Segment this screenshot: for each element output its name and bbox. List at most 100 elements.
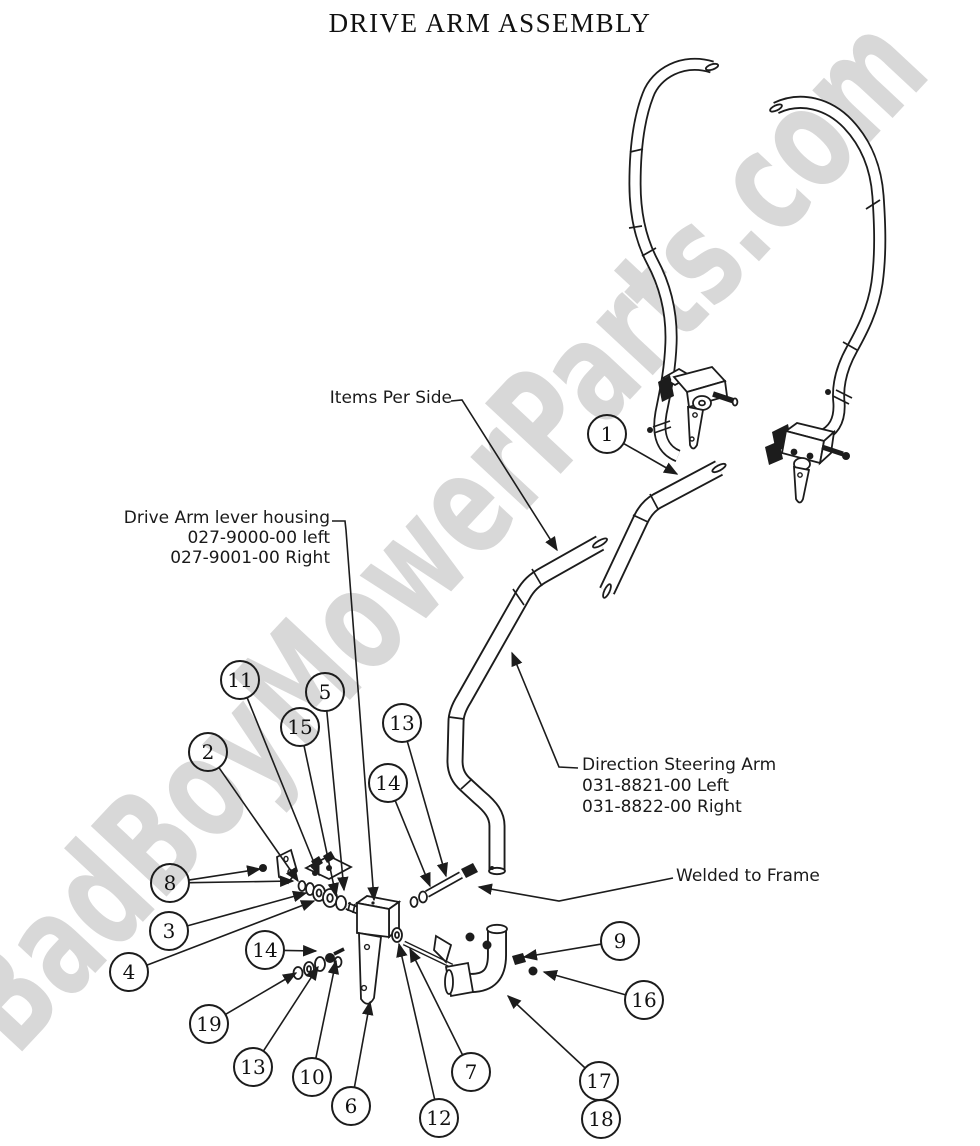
leader-line	[146, 900, 316, 966]
callout-6: 6	[331, 1000, 374, 1126]
callout-circle	[280, 707, 320, 747]
leader-line	[396, 942, 436, 1100]
callout-circle	[382, 703, 422, 743]
label-welded-to-frame: Welded to Frame	[676, 866, 820, 886]
callout-circle	[419, 1098, 459, 1138]
callout-4: 4	[109, 900, 316, 992]
label-items-per-side: Items Per Side	[329, 388, 452, 408]
callout-number: 2	[202, 740, 215, 764]
callout-number: 15	[287, 715, 312, 739]
callout-1: 1	[587, 414, 679, 475]
callout-circle	[331, 1086, 371, 1126]
callout-18: 18	[581, 1099, 621, 1139]
leader-line	[406, 741, 448, 878]
callout-3: 3	[149, 890, 308, 951]
callout-circle	[451, 1052, 491, 1092]
leader-line	[522, 943, 602, 961]
leader-line	[542, 969, 626, 996]
callout-number: 17	[586, 1069, 611, 1093]
callout-12: 12	[396, 942, 459, 1138]
callout-11: 11	[220, 660, 320, 877]
callout-16: 16	[542, 969, 664, 1020]
callout-17: 17	[506, 995, 619, 1101]
callout-number: 4	[123, 960, 136, 984]
callout-number: 7	[465, 1060, 478, 1084]
leader-line	[315, 959, 340, 1059]
leader-line	[246, 697, 320, 877]
callout-number: 12	[426, 1106, 451, 1130]
callout-circle	[149, 911, 189, 951]
callout-8: 8	[150, 863, 295, 903]
callout-circle	[368, 763, 408, 803]
leader-line	[188, 865, 262, 881]
center-exploded-assembly	[259, 848, 538, 1005]
callout-circle	[581, 1099, 621, 1139]
callout-number: 8	[164, 871, 177, 895]
leader-line	[188, 875, 295, 887]
callout-number: 1	[601, 422, 614, 446]
label-line: Drive Arm lever housing	[123, 508, 330, 528]
leader-line	[394, 800, 431, 888]
left-lever-housing-assembly	[658, 365, 739, 450]
callout-number: 13	[240, 1055, 265, 1079]
callout-circle	[600, 921, 640, 961]
callout-circle	[109, 952, 149, 992]
leader-line	[353, 1000, 374, 1088]
callout-circle	[188, 732, 228, 772]
leader-line	[283, 944, 318, 957]
callout-5: 5	[305, 672, 349, 892]
callout-number: 11	[227, 668, 252, 692]
callout-7: 7	[409, 947, 491, 1092]
callout-14: 14	[368, 763, 431, 888]
right-drive-arm-tube	[769, 95, 887, 443]
label-drive-arm-lever-housing: Drive Arm lever housing 027-9000-00 left…	[110, 508, 330, 568]
callout-number: 3	[163, 919, 176, 943]
callout-number: 18	[588, 1107, 613, 1131]
page-title: DRIVE ARM ASSEMBLY	[328, 8, 652, 38]
callout-circle	[233, 1047, 273, 1087]
callout-number: 16	[631, 988, 656, 1012]
leader-line	[224, 972, 298, 1016]
callout-circle	[305, 672, 345, 712]
callout-circle	[624, 980, 664, 1020]
leader-line	[409, 947, 464, 1056]
callout-circle	[220, 660, 260, 700]
right-lever-housing-assembly	[765, 422, 850, 504]
leader-line	[506, 995, 586, 1069]
callout-10: 10	[292, 959, 340, 1097]
callout-number: 19	[196, 1012, 221, 1036]
label-line: 031-8821-00 Left	[582, 776, 729, 796]
label-direction-steering-arm: Direction Steering Arm 031-8821-00 Left …	[582, 755, 812, 818]
callout-circle	[189, 1004, 229, 1044]
handle-tube-section	[599, 460, 727, 599]
label-line: Direction Steering Arm	[582, 755, 777, 775]
leader-line	[303, 745, 339, 898]
callout-15: 15	[280, 707, 339, 898]
callout-number: 14	[375, 771, 400, 795]
callout-number: 9	[614, 929, 627, 953]
callout-9: 9	[522, 921, 640, 961]
leader-line	[218, 767, 299, 883]
callout-circle	[292, 1057, 332, 1097]
leader-line	[187, 890, 308, 927]
callout-circle	[245, 930, 285, 970]
label-line: 031-8822-00 Right	[582, 797, 742, 817]
callout-14: 14	[245, 930, 318, 970]
callout-number: 14	[252, 938, 277, 962]
callout-13: 13	[382, 703, 448, 878]
callout-number: 6	[345, 1094, 358, 1118]
callout-number: 13	[389, 711, 414, 735]
callout-13: 13	[233, 965, 319, 1087]
label-line: 027-9001-00 Right	[170, 548, 330, 568]
callout-circle	[587, 414, 627, 454]
label-line: 027-9000-00 left	[187, 528, 330, 548]
callout-19: 19	[189, 972, 298, 1044]
callout-circle	[150, 863, 190, 903]
callout-number: 10	[299, 1065, 324, 1089]
callout-2: 2	[188, 732, 299, 883]
label-leaders	[332, 399, 674, 902]
leader-line	[326, 710, 349, 892]
